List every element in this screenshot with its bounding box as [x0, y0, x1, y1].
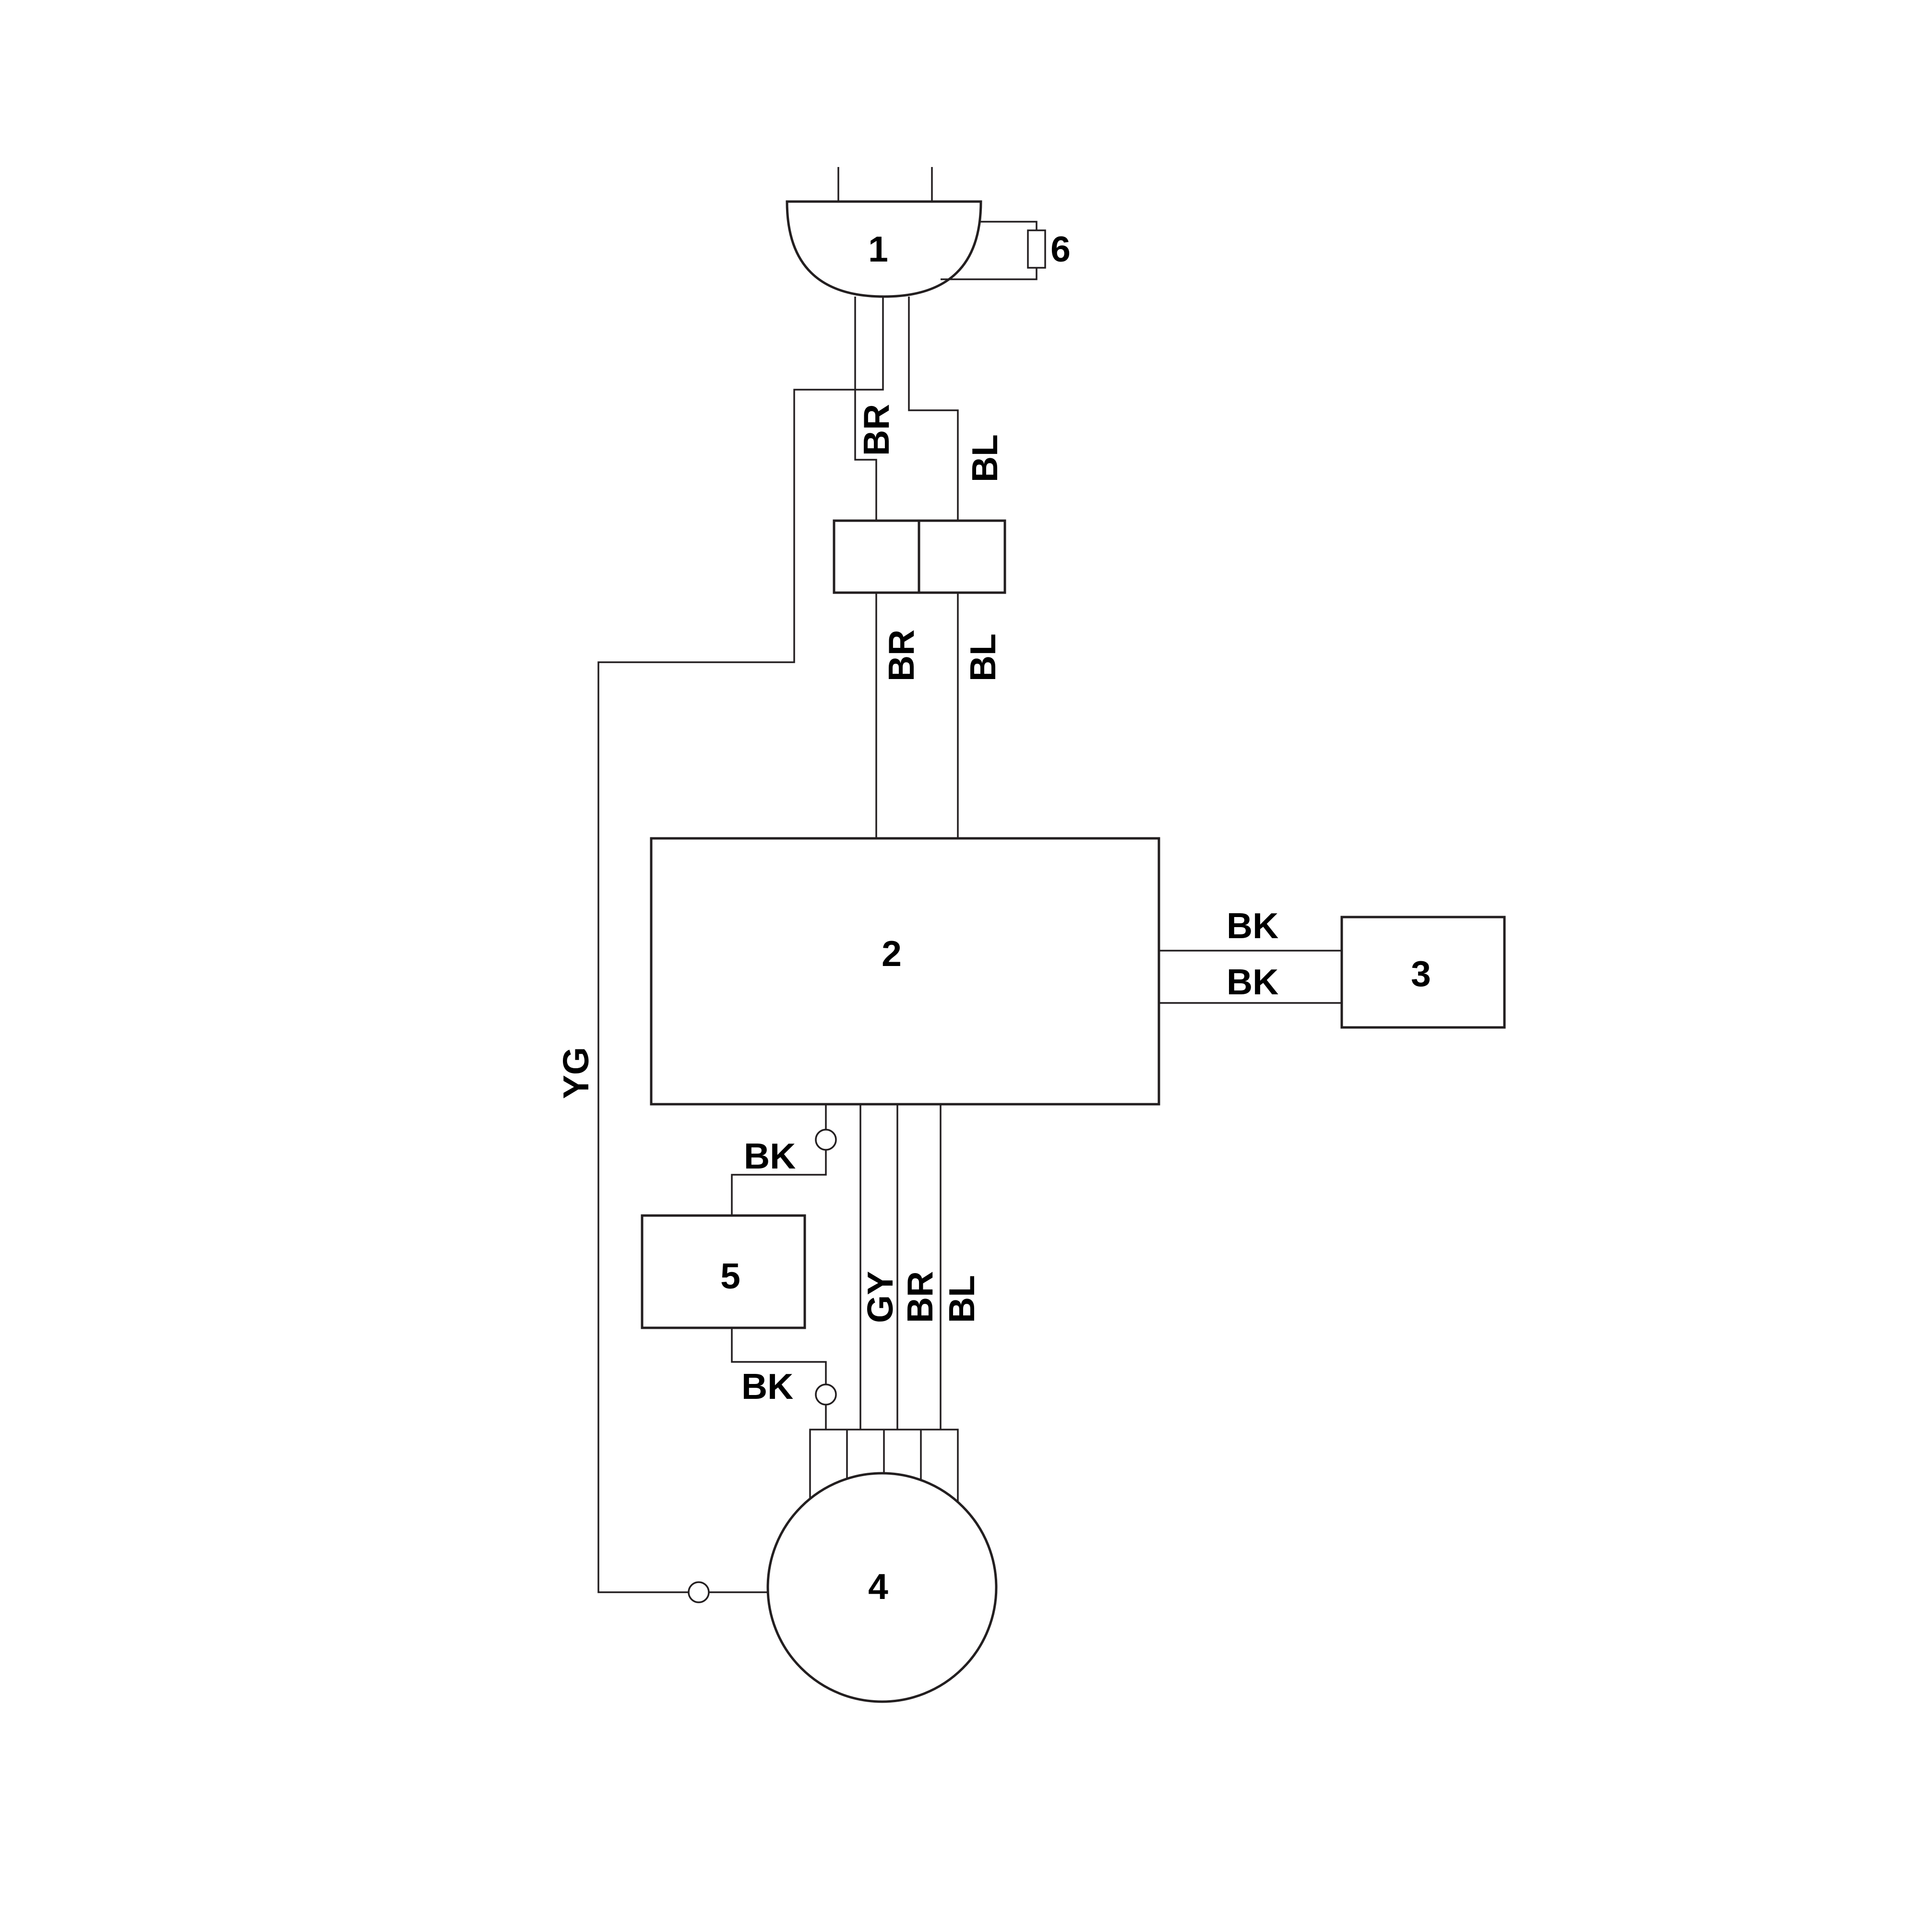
terminal-block	[833, 519, 1006, 594]
component-3-number: 3	[1411, 954, 1431, 994]
plug-number: 1	[868, 229, 888, 269]
component-3: 3	[1340, 916, 1506, 1029]
fuse-number: 6	[1050, 229, 1071, 269]
wire-to-5-top-lead	[731, 1150, 827, 1216]
wire-to-5-bottom-lead	[731, 1328, 827, 1384]
control-board: 2	[650, 837, 1160, 1106]
label-to-3-top: BK	[1227, 906, 1278, 946]
plug-body	[786, 200, 982, 298]
control-board-box	[650, 837, 1160, 1106]
earth-terminal	[688, 1581, 710, 1603]
fuse-lead-top	[979, 221, 1038, 230]
plug: 1	[786, 167, 982, 298]
motor-body	[766, 1472, 998, 1703]
component-5: 5	[641, 1214, 806, 1329]
label-plug-blue: BL	[965, 434, 1005, 482]
wire-plug-brown	[854, 297, 877, 521]
fuse-body	[1027, 229, 1046, 269]
connector-5-bottom	[815, 1383, 837, 1406]
motor-number: 4	[868, 1566, 888, 1607]
connector-5-top	[815, 1129, 837, 1151]
component-5-box	[641, 1214, 806, 1329]
label-motor-brown: BR	[900, 1271, 940, 1323]
fuse-lead-bottom	[941, 268, 1038, 280]
label-to-3-bottom: BK	[1227, 962, 1278, 1002]
wire-plug-blue	[908, 297, 959, 521]
label-motor-blue: BL	[942, 1275, 982, 1323]
wire-earth	[597, 297, 884, 1593]
label-earth: YG	[556, 1047, 596, 1099]
component-3-box	[1340, 916, 1506, 1029]
label-plug-brown: BR	[856, 404, 896, 456]
label-to-5-bottom: BK	[741, 1366, 793, 1407]
fuse: 6	[941, 221, 1071, 280]
motor: 4	[766, 1472, 998, 1703]
component-5-number: 5	[720, 1256, 740, 1296]
label-board-in-brown: BR	[881, 630, 921, 681]
control-board-number: 2	[882, 933, 902, 974]
label-board-in-blue: BL	[963, 633, 1003, 681]
label-motor-grey: GY	[860, 1271, 900, 1323]
label-to-5-top: BK	[744, 1136, 796, 1176]
